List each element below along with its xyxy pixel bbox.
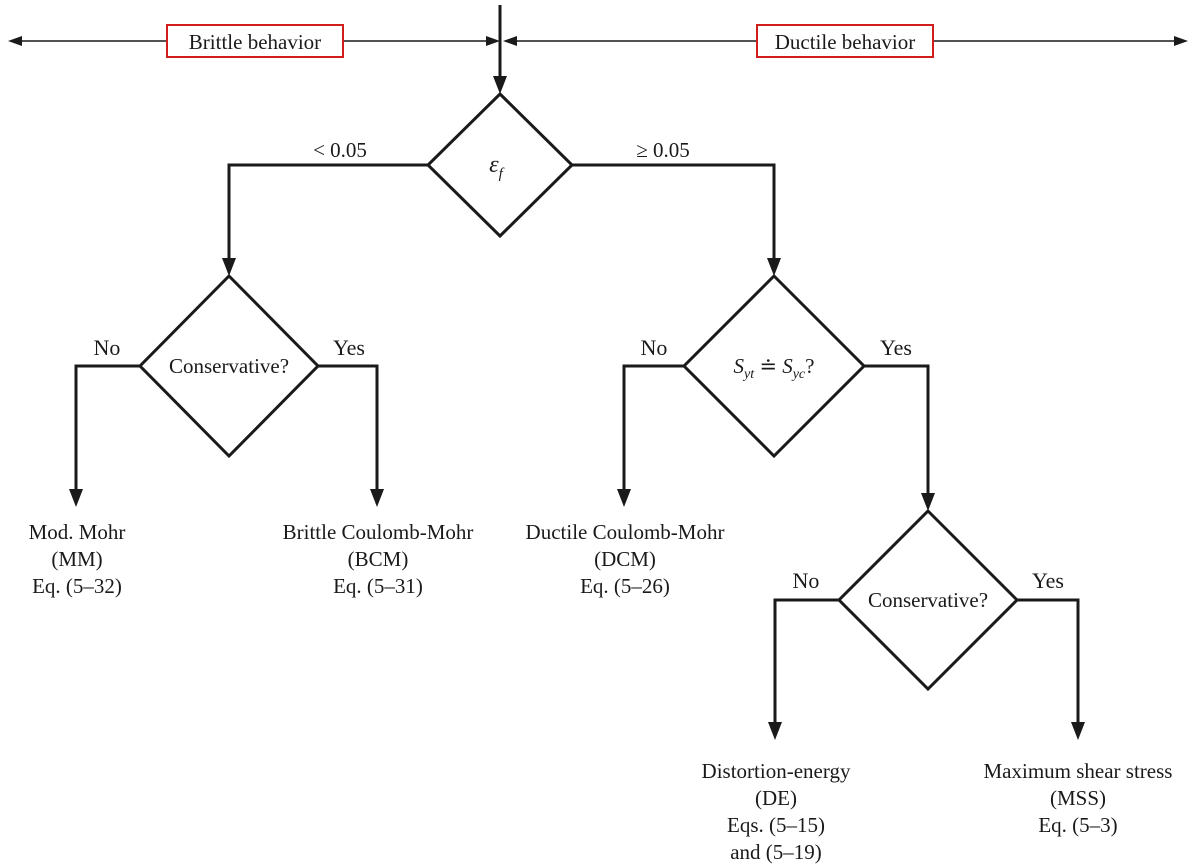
- de-equation-2: and (5–19): [730, 840, 822, 864]
- dcm-abbrev: (DCM): [594, 547, 656, 571]
- ductile-question-text: Syt ≐ Syc?: [734, 354, 815, 382]
- brittle-no-arrowhead: [69, 489, 83, 507]
- brittle-yes-line: [318, 364, 379, 492]
- ductile-behavior-label: Ductile behavior: [756, 24, 934, 58]
- dcm-equation: Eq. (5–26): [580, 574, 670, 598]
- brittle-question-text: Conservative?: [169, 354, 289, 378]
- mss-equation: Eq. (5–3): [1038, 813, 1117, 837]
- mss-abbrev: (MSS): [1050, 786, 1106, 810]
- ductile-right-arrowhead: [1174, 36, 1188, 46]
- root-symbol-main: ε: [489, 152, 499, 178]
- dc-no-arrowhead: [768, 722, 782, 740]
- bcm-title: Brittle Coulomb-Mohr: [283, 520, 474, 544]
- ductile-yes-arrowhead: [921, 493, 935, 511]
- brittle-label-box: [166, 24, 344, 58]
- brittle-yes-label: Yes: [333, 335, 365, 360]
- de-title: Distortion-energy: [702, 759, 851, 783]
- root-left-branch-line: [227, 163, 428, 262]
- brittle-no-label: No: [94, 335, 121, 360]
- brittle-conservative-diamond: [137, 273, 321, 459]
- ductile-left-arrowhead: [503, 36, 517, 46]
- root-right-branch-label: ≥ 0.05: [636, 138, 690, 162]
- root-symbol-subscript: f: [499, 166, 505, 182]
- ductile-no-line: [622, 364, 684, 492]
- brittle-left-arrowhead: [8, 36, 22, 46]
- ductile-no-label: No: [641, 335, 668, 360]
- root-right-arrowhead: [767, 258, 781, 276]
- result-distortion-energy: Distortion-energy (DE) Eqs. (5–15) and (…: [702, 759, 851, 864]
- ductile-yes-label: Yes: [880, 335, 912, 360]
- root-symbol: εf: [489, 152, 504, 182]
- bcm-abbrev: (BCM): [348, 547, 409, 571]
- root-left-branch-label: < 0.05: [313, 138, 367, 162]
- mm-abbrev: (MM): [51, 547, 102, 571]
- result-brittle-coulomb-mohr: Brittle Coulomb-Mohr (BCM) Eq. (5–31): [283, 520, 474, 598]
- ductile-conservative-question-text: Conservative?: [868, 588, 988, 612]
- q-end: ?: [805, 354, 814, 378]
- result-mod-mohr: Mod. Mohr (MM) Eq. (5–32): [29, 520, 126, 598]
- ductile-label-text: Ductile behavior: [775, 30, 916, 54]
- q-sub1: yt: [742, 367, 755, 382]
- q-mid: ≐: [754, 354, 782, 378]
- mss-title: Maximum shear stress: [984, 759, 1173, 783]
- ductile-conservative-diamond: [836, 508, 1020, 692]
- result-ductile-coulomb-mohr: Ductile Coulomb-Mohr (DCM) Eq. (5–26): [526, 520, 725, 598]
- mm-equation: Eq. (5–32): [32, 574, 122, 598]
- dc-yes-label: Yes: [1032, 568, 1064, 593]
- result-maximum-shear-stress: Maximum shear stress (MSS) Eq. (5–3): [984, 759, 1173, 837]
- dc-yes-line: [1017, 598, 1080, 725]
- de-abbrev: (DE): [755, 786, 797, 810]
- ductile-label-box: [756, 24, 934, 58]
- ductile-no-arrowhead: [617, 489, 631, 507]
- dc-no-label: No: [793, 568, 820, 593]
- root-decision-diamond: [425, 91, 575, 239]
- dc-yes-arrowhead: [1071, 722, 1085, 740]
- brittle-behavior-label: Brittle behavior: [166, 24, 344, 58]
- q-s2: S: [782, 354, 793, 378]
- bcm-equation: Eq. (5–31): [333, 574, 423, 598]
- dc-no-line: [773, 598, 839, 725]
- root-left-arrowhead: [222, 258, 236, 276]
- brittle-yes-arrowhead: [370, 489, 384, 507]
- ductile-strength-diamond: [681, 273, 867, 459]
- q-s1: S: [734, 354, 745, 378]
- brittle-no-line: [74, 364, 140, 492]
- mm-title: Mod. Mohr: [29, 520, 126, 544]
- root-right-branch-line: [572, 163, 776, 262]
- ductile-yes-line: [864, 364, 930, 497]
- brittle-label-text: Brittle behavior: [189, 30, 321, 54]
- de-equation-1: Eqs. (5–15): [727, 813, 825, 837]
- brittle-right-arrowhead: [486, 36, 500, 46]
- q-sub2: yc: [791, 367, 806, 382]
- dcm-title: Ductile Coulomb-Mohr: [526, 520, 725, 544]
- entry-arrowhead: [493, 76, 507, 94]
